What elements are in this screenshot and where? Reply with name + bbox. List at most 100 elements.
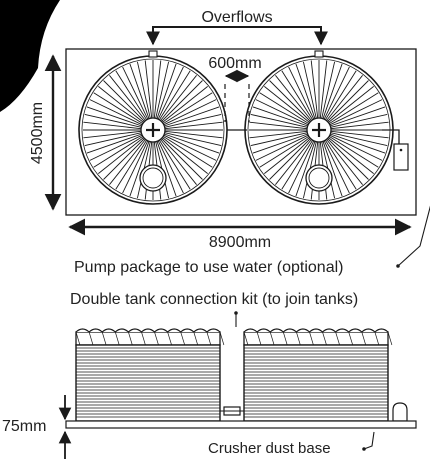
roof-rib bbox=[115, 70, 147, 121]
roof-rib bbox=[326, 139, 363, 185]
connection-kit-label: Double tank connection kit (to join tank… bbox=[70, 291, 358, 308]
corner-logo-mark bbox=[0, 0, 60, 112]
roof-rib bbox=[328, 86, 374, 123]
roof-rib bbox=[164, 130, 223, 139]
roof-rib bbox=[161, 80, 203, 122]
roof-seam bbox=[167, 331, 172, 346]
inlet-strainer bbox=[305, 164, 333, 192]
roof-rib bbox=[89, 99, 143, 126]
roof-seam bbox=[114, 331, 120, 346]
roof-rib bbox=[93, 92, 144, 124]
roof-rib bbox=[328, 136, 379, 168]
roof-rib bbox=[264, 86, 310, 123]
roof-rib bbox=[264, 137, 310, 174]
roof-rib bbox=[89, 134, 143, 161]
pump-indicator bbox=[399, 148, 403, 152]
roof-rib bbox=[160, 75, 197, 121]
roof-rib bbox=[161, 138, 203, 180]
roof-scallops bbox=[243, 328, 389, 333]
inlet-strainer-inner bbox=[308, 167, 330, 189]
roof-rib bbox=[321, 61, 336, 119]
roof-rib bbox=[157, 66, 184, 120]
roof-seam bbox=[154, 331, 159, 346]
roof-rib bbox=[325, 70, 357, 121]
roof-rib bbox=[84, 132, 142, 147]
roof-seam bbox=[193, 331, 199, 346]
roof-seam bbox=[180, 331, 186, 346]
base-height-label: 75mm bbox=[2, 418, 46, 435]
roof-seam bbox=[206, 331, 212, 346]
gap-dimension-label: 600mm bbox=[208, 55, 261, 72]
roof-rib bbox=[129, 141, 150, 197]
roof-seam bbox=[219, 331, 225, 346]
roof-seam bbox=[256, 331, 262, 346]
tank-body bbox=[243, 344, 389, 422]
pump-leader-line bbox=[396, 205, 430, 268]
width-dimension-label: 8900mm bbox=[209, 234, 271, 251]
roof-rib bbox=[275, 75, 312, 121]
roof-rib bbox=[323, 140, 350, 194]
tank-rim bbox=[81, 58, 225, 202]
roof-rib bbox=[159, 70, 191, 121]
roof-rib bbox=[295, 141, 316, 197]
roof-rib bbox=[86, 133, 142, 154]
roof-rib bbox=[160, 139, 197, 185]
roof-rib bbox=[103, 138, 145, 180]
overflow-bracket bbox=[152, 26, 328, 46]
roof-rib bbox=[156, 141, 177, 197]
roof-rib bbox=[275, 139, 312, 185]
pump-pipe-plan bbox=[382, 129, 400, 146]
roof-seam bbox=[361, 331, 367, 346]
roof-rib bbox=[302, 61, 317, 119]
roof-rib bbox=[269, 138, 311, 180]
roof-rib bbox=[328, 92, 379, 124]
roof-rib bbox=[122, 140, 149, 194]
roof-rib bbox=[83, 121, 142, 130]
roof-rib bbox=[252, 133, 308, 154]
tank-right-elevation bbox=[243, 328, 393, 422]
roof-rib bbox=[249, 130, 308, 139]
roof-rib bbox=[162, 136, 213, 168]
roof-rib bbox=[327, 80, 369, 122]
pump-package-plan bbox=[393, 143, 409, 171]
roof-seam bbox=[243, 331, 249, 346]
roof-rib bbox=[326, 75, 363, 121]
roof-rib bbox=[109, 75, 146, 121]
roof-rib bbox=[329, 99, 383, 126]
overflow-fitting bbox=[314, 50, 324, 58]
roof-seam bbox=[374, 331, 380, 346]
plan-pad-outline bbox=[65, 48, 417, 216]
roof-rib bbox=[164, 132, 222, 147]
roof-rib bbox=[157, 140, 184, 194]
roof-rib bbox=[269, 80, 311, 122]
tank-body bbox=[75, 344, 221, 422]
tank-roof bbox=[75, 331, 221, 346]
roof-rib bbox=[103, 80, 145, 122]
roof-rib bbox=[249, 121, 308, 130]
roof-rib bbox=[281, 70, 313, 121]
roof-seam bbox=[335, 331, 340, 346]
roof-seam bbox=[322, 331, 327, 346]
roof-rib bbox=[281, 139, 313, 190]
roof-rib bbox=[330, 106, 386, 127]
tank-right-plan bbox=[244, 50, 394, 205]
roof-rib bbox=[319, 60, 328, 119]
roof-rib bbox=[330, 133, 386, 154]
roof-rib bbox=[330, 132, 388, 147]
roof-scallops bbox=[75, 328, 221, 333]
roof-rib bbox=[93, 136, 144, 168]
roof-rib bbox=[163, 134, 217, 161]
roof-rib bbox=[259, 92, 310, 124]
roof-rib bbox=[155, 61, 170, 119]
roof-rib bbox=[98, 137, 144, 174]
roof-rib bbox=[252, 106, 308, 127]
inlet-strainer-inner bbox=[142, 167, 164, 189]
roof-rib bbox=[310, 60, 319, 119]
roof-rib bbox=[295, 63, 316, 119]
roof-seam bbox=[296, 331, 301, 346]
crusher-dust-leader bbox=[362, 431, 375, 451]
roof-rib bbox=[153, 60, 162, 119]
roof-rib bbox=[323, 66, 350, 120]
